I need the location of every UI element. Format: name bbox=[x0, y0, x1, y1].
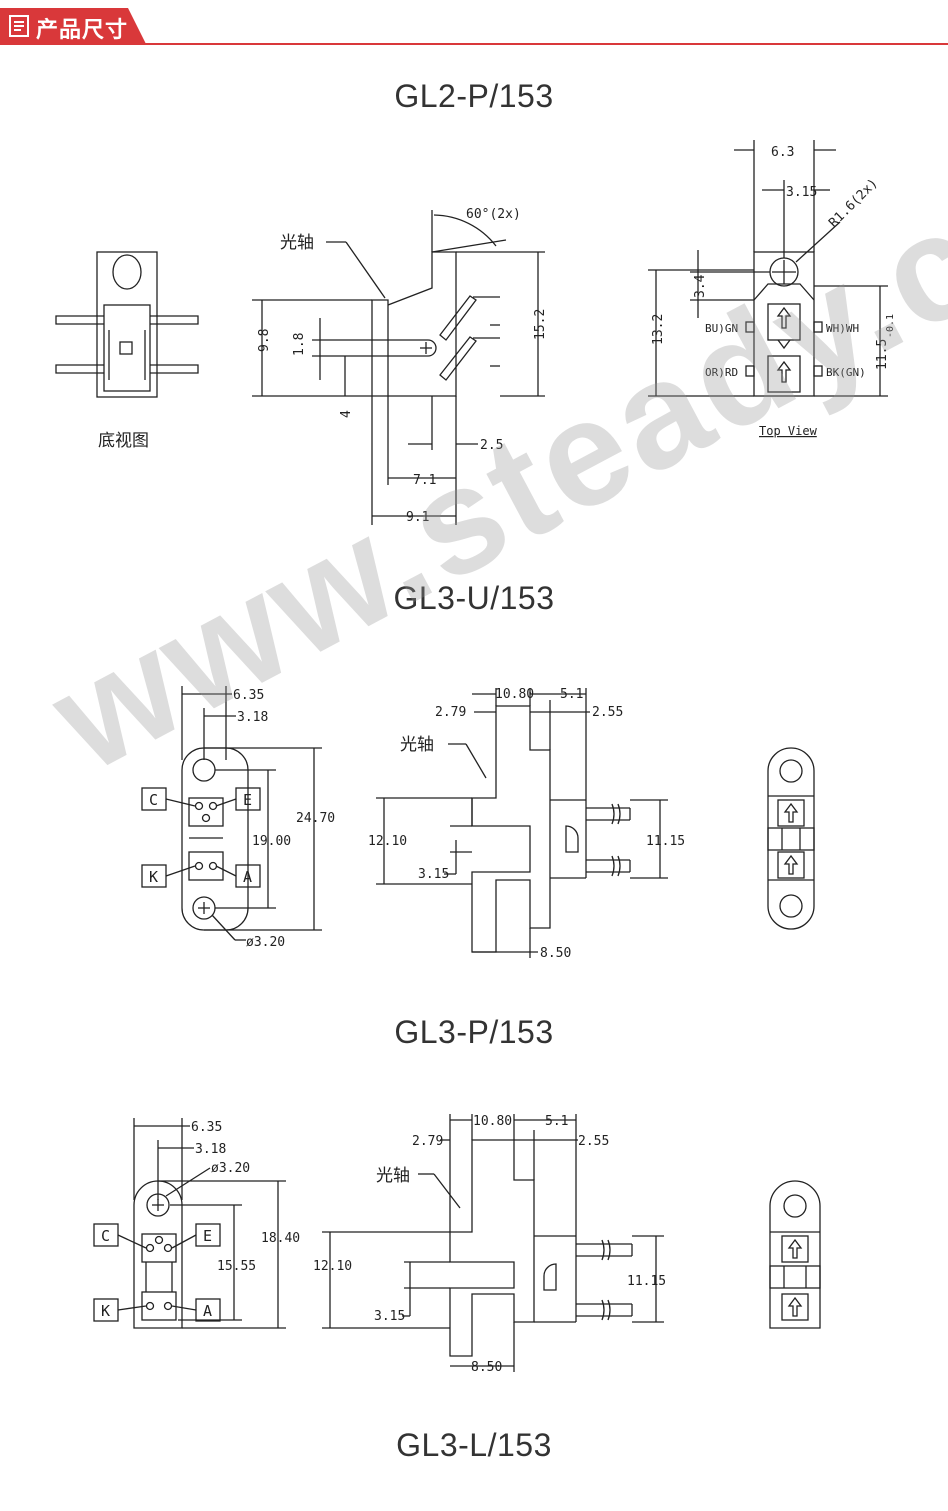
gl3u-dim-2-55: 2.55 bbox=[592, 705, 623, 720]
gl3p-dim-10-80: 10.80 bbox=[473, 1114, 512, 1129]
gl3p-dim-3-18: 3.18 bbox=[195, 1142, 226, 1157]
gl3p-pin-c: C bbox=[101, 1227, 110, 1245]
gl3p-dim-11-15: 11.15 bbox=[627, 1274, 666, 1289]
gl3u-optical-axis: 光轴 bbox=[400, 735, 434, 755]
gl3u-dim-6-35: 6.35 bbox=[233, 688, 264, 703]
gl2p-side-view: 光轴 60°(2x) 9.8 1.8 4 15.2 2.5 7.1 bbox=[252, 207, 548, 525]
gl3p-dim-3-15: 3.15 bbox=[374, 1309, 405, 1324]
gl3u-dim-3-15: 3.15 bbox=[418, 867, 449, 882]
gl3p-top-view bbox=[769, 1180, 821, 1329]
gl3p-pin-e: E bbox=[203, 1227, 212, 1245]
pin-bk-label: BK(GN) bbox=[826, 366, 866, 379]
dim-tolerance: -0.1 bbox=[885, 314, 896, 338]
gl3u-pin-k: K bbox=[149, 868, 158, 886]
dim-6-3: 6.3 bbox=[771, 145, 794, 160]
model-title-gl3l: GL3-L/153 bbox=[396, 1427, 552, 1463]
gl3p-side-view: 10.80 5.1 2.79 2.55 光轴 12.10 3.15 11.15 … bbox=[313, 1114, 666, 1375]
pin-bu-label: BU)GN bbox=[705, 322, 738, 335]
angle-label: 60°(2x) bbox=[466, 207, 521, 222]
gl3p-dim-2-55: 2.55 bbox=[578, 1134, 609, 1149]
gl3u-pin-a: A bbox=[243, 868, 252, 886]
dim-9-1: 9.1 bbox=[406, 510, 429, 525]
gl3u-dim-24-70: 24.70 bbox=[296, 811, 335, 826]
gl3p-dim-8-50: 8.50 bbox=[471, 1360, 502, 1375]
gl2p-bottom-view: 底视图 bbox=[55, 251, 199, 451]
pin-or-label: OR)RD bbox=[705, 366, 738, 379]
gl3u-front-view: C E K A 6.35 3.18 24.70 19.00 ø3.20 bbox=[141, 686, 335, 950]
gl3p-pin-a: A bbox=[203, 1302, 212, 1320]
gl3u-dim-2-79: 2.79 bbox=[435, 705, 466, 720]
gl3u-pin-c: C bbox=[149, 791, 158, 809]
dim-3-15: 3.15 bbox=[786, 185, 817, 200]
dim-9-8: 9.8 bbox=[257, 329, 272, 352]
gl3u-dim-8-50: 8.50 bbox=[540, 946, 571, 961]
gl3p-dim-2-79: 2.79 bbox=[412, 1134, 443, 1149]
gl3u-side-view: 10.80 5.1 2.79 2.55 光轴 12.10 3.15 11.15 … bbox=[368, 687, 685, 961]
gl3p-dim-phi: ø3.20 bbox=[211, 1161, 250, 1176]
bottom-view-label: 底视图 bbox=[98, 431, 149, 451]
gl3u-dim-5-1: 5.1 bbox=[560, 687, 583, 702]
model-title-gl3p: GL3-P/153 bbox=[394, 1014, 554, 1050]
dim-2-5: 2.5 bbox=[480, 438, 503, 453]
gl3p-dim-5-1: 5.1 bbox=[545, 1114, 568, 1129]
gl3p-dim-6-35: 6.35 bbox=[191, 1120, 222, 1135]
dim-15-2: 15.2 bbox=[533, 309, 548, 340]
gl3u-dim-10-80: 10.80 bbox=[495, 687, 534, 702]
dim-4: 4 bbox=[339, 410, 354, 418]
gl3p-front-view: C E K A 6.35 3.18 ø3.20 18.40 15.55 bbox=[93, 1118, 300, 1329]
model-title-gl2p: GL2-P/153 bbox=[394, 78, 554, 114]
gl3u-pin-e: E bbox=[243, 791, 252, 809]
header-divider bbox=[0, 43, 948, 45]
gl3u-top-view bbox=[767, 747, 815, 930]
gl3p-optical-axis: 光轴 bbox=[376, 1166, 410, 1186]
dim-11-5: 11.5 bbox=[875, 339, 890, 370]
dim-13-2: 13.2 bbox=[651, 314, 666, 345]
dim-1-8: 1.8 bbox=[292, 333, 307, 356]
gl3u-dim-11-15: 11.15 bbox=[646, 834, 685, 849]
dim-3-4: 3.4 bbox=[693, 274, 708, 298]
gl3u-dim-12-10: 12.10 bbox=[368, 834, 407, 849]
header-tab bbox=[0, 8, 146, 44]
top-view-label: Top View bbox=[759, 424, 818, 438]
section-header: 产品尺寸 bbox=[0, 0, 948, 48]
gl3u-dim-3-18: 3.18 bbox=[237, 710, 268, 725]
gl3p-dim-12-10: 12.10 bbox=[313, 1259, 352, 1274]
header-title: 产品尺寸 bbox=[36, 17, 129, 42]
pin-wh-label: WH)WH bbox=[826, 322, 859, 335]
gl3u-dim-phi: ø3.20 bbox=[246, 935, 285, 950]
model-title-gl3u: GL3-U/153 bbox=[393, 580, 555, 616]
optical-axis-label: 光轴 bbox=[280, 233, 314, 253]
gl3p-dim-15-55: 15.55 bbox=[217, 1259, 256, 1274]
gl3u-dim-19-00: 19.00 bbox=[252, 834, 291, 849]
gl3p-pin-k: K bbox=[101, 1302, 110, 1320]
dim-7-1: 7.1 bbox=[413, 473, 436, 488]
document-icon bbox=[9, 15, 29, 37]
gl3p-dim-18-40: 18.40 bbox=[261, 1231, 300, 1246]
